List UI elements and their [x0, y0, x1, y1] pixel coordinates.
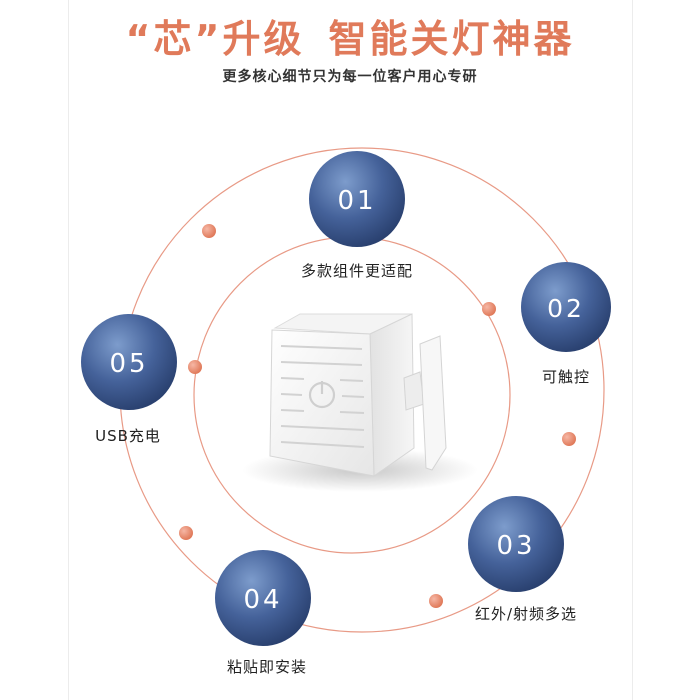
- feature-circle-04: 04: [215, 550, 311, 646]
- title-quote-open: “: [125, 17, 154, 61]
- feature-number: 01: [337, 186, 376, 216]
- power-icon: [308, 381, 336, 409]
- feature-label-02: 可触控: [541, 368, 591, 386]
- feature-label-04: 粘贴即安装: [226, 658, 308, 676]
- title-upgrade: 升级: [222, 17, 305, 61]
- feature-circle-05: 05: [81, 314, 177, 410]
- page-subtitle: 更多核心细节只为每一位客户用心专研: [222, 69, 478, 85]
- feature-label-03: 红外/射频多选: [474, 605, 578, 623]
- feature-circle-01: 01: [309, 151, 405, 247]
- feature-number: 05: [109, 349, 148, 379]
- ring-dot: [482, 302, 496, 316]
- feature-label-01: 多款组件更适配: [300, 262, 414, 280]
- feature-number: 02: [547, 294, 585, 323]
- feature-number: 03: [496, 531, 535, 561]
- feature-circle-02: 02: [521, 262, 611, 352]
- ring-dot: [202, 224, 216, 238]
- title-product: 智能关灯神器: [328, 17, 575, 61]
- background-line: [632, 0, 633, 700]
- feature-circle-03: 03: [468, 496, 564, 592]
- title-quote-close: ”: [194, 17, 223, 61]
- feature-number: 04: [243, 585, 282, 615]
- product-image: [269, 313, 447, 477]
- background-line: [68, 0, 69, 700]
- feature-label-05: USB充电: [95, 427, 161, 445]
- ring-dot: [188, 360, 202, 374]
- ring-dot: [562, 432, 576, 446]
- ring-dot: [429, 594, 443, 608]
- ring-dot: [179, 526, 193, 540]
- title-core-char: 芯: [153, 17, 195, 61]
- page-title: “芯”升级智能关灯神器: [0, 8, 700, 63]
